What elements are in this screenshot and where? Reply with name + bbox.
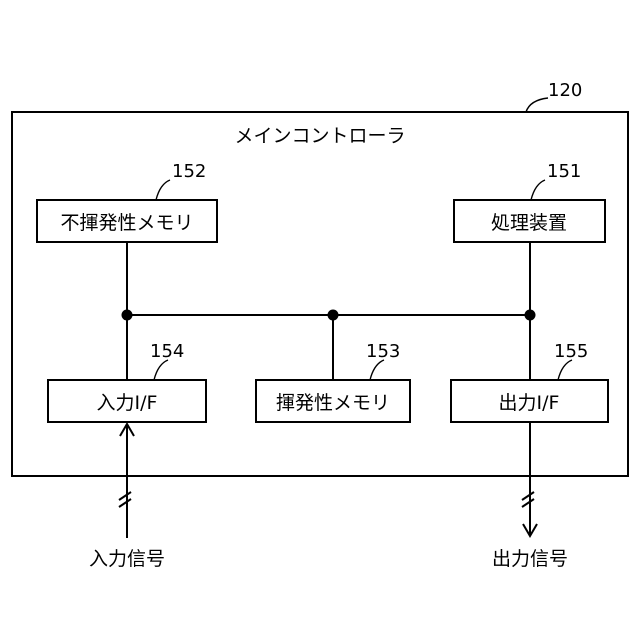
input-if-ref-leader (154, 360, 168, 380)
nvm-ref-leader (156, 180, 170, 200)
volatile-ref-number: 153 (366, 341, 400, 362)
input-signal-label: 入力信号 (89, 548, 165, 570)
input-bus-slash-1 (119, 492, 131, 500)
controller-ref-number: 120 (548, 80, 582, 101)
output-bus-slash-2 (522, 499, 534, 507)
controller-title: メインコントローラ (234, 125, 405, 147)
bus-junction-left (122, 310, 133, 321)
nvm-ref-number: 152 (172, 161, 206, 182)
volatile-ref-leader (370, 360, 384, 380)
input-if-label: 入力I/F (97, 392, 158, 414)
nonvolatile-memory-label: 不揮発性メモリ (60, 212, 193, 234)
input-bus-slash-2 (119, 499, 131, 507)
processor-label: 処理装置 (491, 212, 567, 234)
volatile-memory-label: 揮発性メモリ (276, 392, 390, 414)
output-if-ref-leader (558, 360, 572, 380)
proc-ref-leader (531, 180, 545, 200)
bus-junction-right (525, 310, 536, 321)
proc-ref-number: 151 (547, 161, 581, 182)
controller-ref-leader (526, 98, 548, 112)
bus-junction-center (328, 310, 339, 321)
output-signal-label: 出力信号 (492, 548, 568, 570)
input-if-ref-number: 154 (150, 341, 184, 362)
output-bus-slash-1 (522, 492, 534, 500)
output-if-label: 出力I/F (499, 392, 560, 414)
output-if-ref-number: 155 (554, 341, 588, 362)
